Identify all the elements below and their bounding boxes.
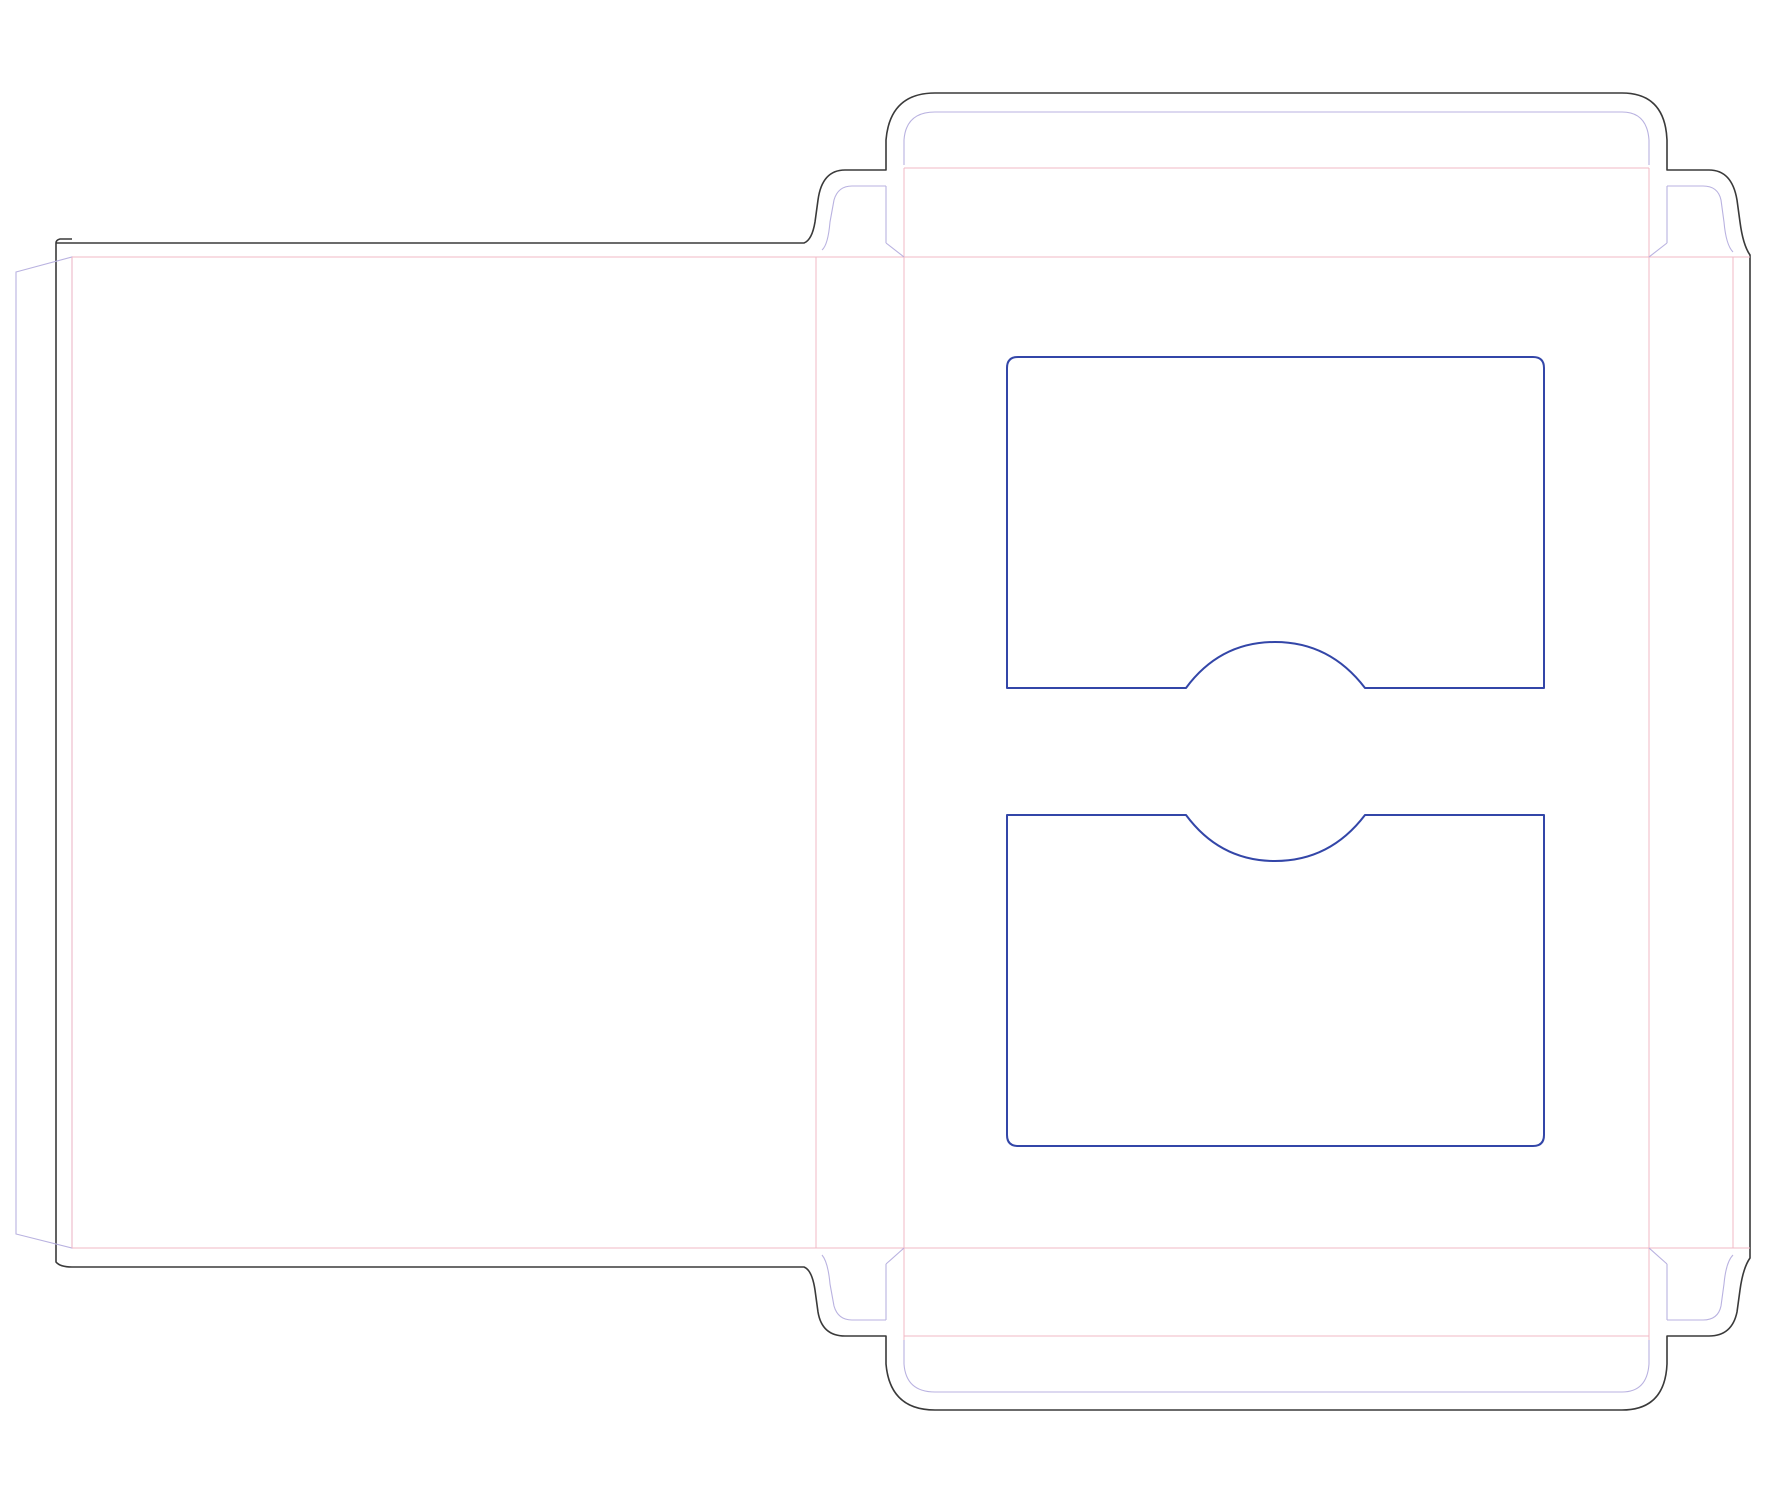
corner-relief-top-left	[885, 242, 905, 258]
upper-window-cutout	[1006, 356, 1545, 689]
bleed-line-right-bottom-tab	[1667, 1254, 1734, 1321]
corner-relief-bottom-left	[885, 1247, 905, 1265]
lower-window-cutout	[1006, 814, 1545, 1147]
outer-cut-line	[55, 92, 1751, 1411]
bleed-line-top-flap	[903, 111, 1650, 165]
corner-relief-bottom-right	[1648, 1247, 1668, 1265]
bleed-line-left-top-tab	[821, 185, 886, 251]
bleed-line	[15, 256, 73, 1249]
bleed-line-bottom-flap	[903, 1340, 1650, 1393]
corner-relief-top-right	[1648, 242, 1668, 258]
bleed-line-right-top-tab	[1667, 185, 1734, 253]
bleed-line-left-bottom-tab	[821, 1254, 886, 1321]
